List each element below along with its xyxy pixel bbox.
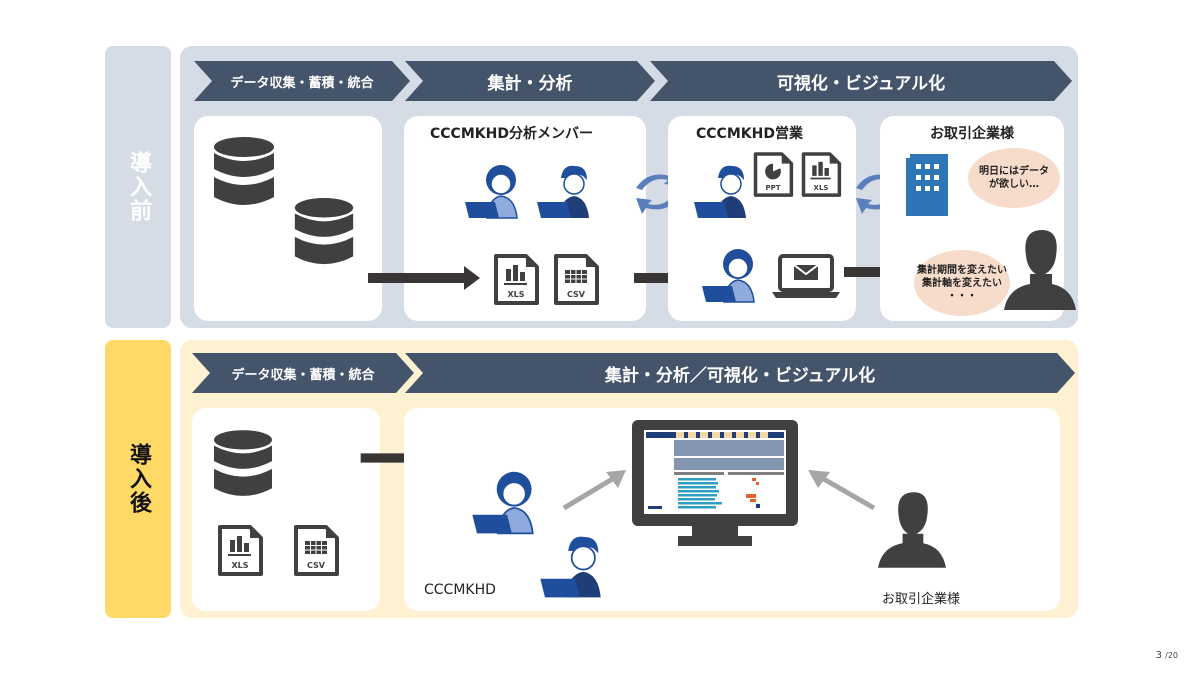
sales-woman-icon <box>702 249 755 303</box>
sales-man-icon <box>694 165 746 218</box>
before-stage-analysis: 集計・分析 <box>405 61 655 101</box>
analysis-members-title: CCCMKHD分析メンバー <box>430 126 593 142</box>
before-stage-collect: データ収集・蓄積・統合 <box>194 61 410 101</box>
xls-file-icon: XLS <box>218 525 263 576</box>
page-number: 3 /20 <box>1155 650 1178 661</box>
analyst-man-icon <box>540 536 601 598</box>
after-stage-collect: データ収集・蓄積・統合 <box>192 353 414 393</box>
after-side-label: 導入後 <box>105 340 171 618</box>
ppt-file-icon: PPT <box>753 152 794 197</box>
svg-text:CSV: CSV <box>307 561 326 570</box>
client-label: お取引企業様 <box>882 592 961 607</box>
svg-text:XLS: XLS <box>231 561 248 570</box>
database-icon <box>214 430 272 496</box>
database-icon <box>294 198 354 265</box>
before-stage-visualize: 可視化・ビジュアル化 <box>650 61 1072 101</box>
building-icon <box>906 154 948 216</box>
csv-file-icon: CSV <box>554 254 599 305</box>
before-side-label: 導入前 <box>105 46 171 328</box>
xls-file-icon: XLS <box>801 152 842 197</box>
svg-text:XLS: XLS <box>507 290 524 299</box>
gray-arrow-icon <box>808 470 876 511</box>
analyst-woman-icon <box>465 165 518 219</box>
client-person-icon <box>878 492 946 568</box>
svg-text:CSV: CSV <box>567 290 586 299</box>
database-icon <box>214 137 274 205</box>
client-title: お取引企業様 <box>930 126 1014 142</box>
svg-text:XLS: XLS <box>814 184 829 192</box>
xls-file-icon: XLS <box>494 254 539 305</box>
flow-arrow-icon <box>368 266 480 290</box>
client-person-icon <box>1004 230 1076 310</box>
analyst-woman-icon <box>472 471 534 535</box>
laptop-mail-icon <box>772 254 840 298</box>
csv-file-icon: CSV <box>294 525 339 576</box>
company-label: CCCMKHD <box>424 582 496 598</box>
after-stage-analysis-visualize: 集計・分析／可視化・ビジュアル化 <box>405 353 1075 393</box>
sales-title: CCCMKHD営業 <box>696 126 803 142</box>
speech-bubble-deadline: 明日にはデータ が欲しい… <box>968 148 1060 208</box>
dashboard-monitor-icon <box>632 420 798 546</box>
speech-bubble-requests: 集計期間を変えたい 集計軸を変えたい ・・・ <box>914 250 1010 316</box>
analyst-man-icon <box>537 165 589 218</box>
gray-arrow-icon <box>562 470 626 511</box>
svg-text:PPT: PPT <box>765 184 780 192</box>
